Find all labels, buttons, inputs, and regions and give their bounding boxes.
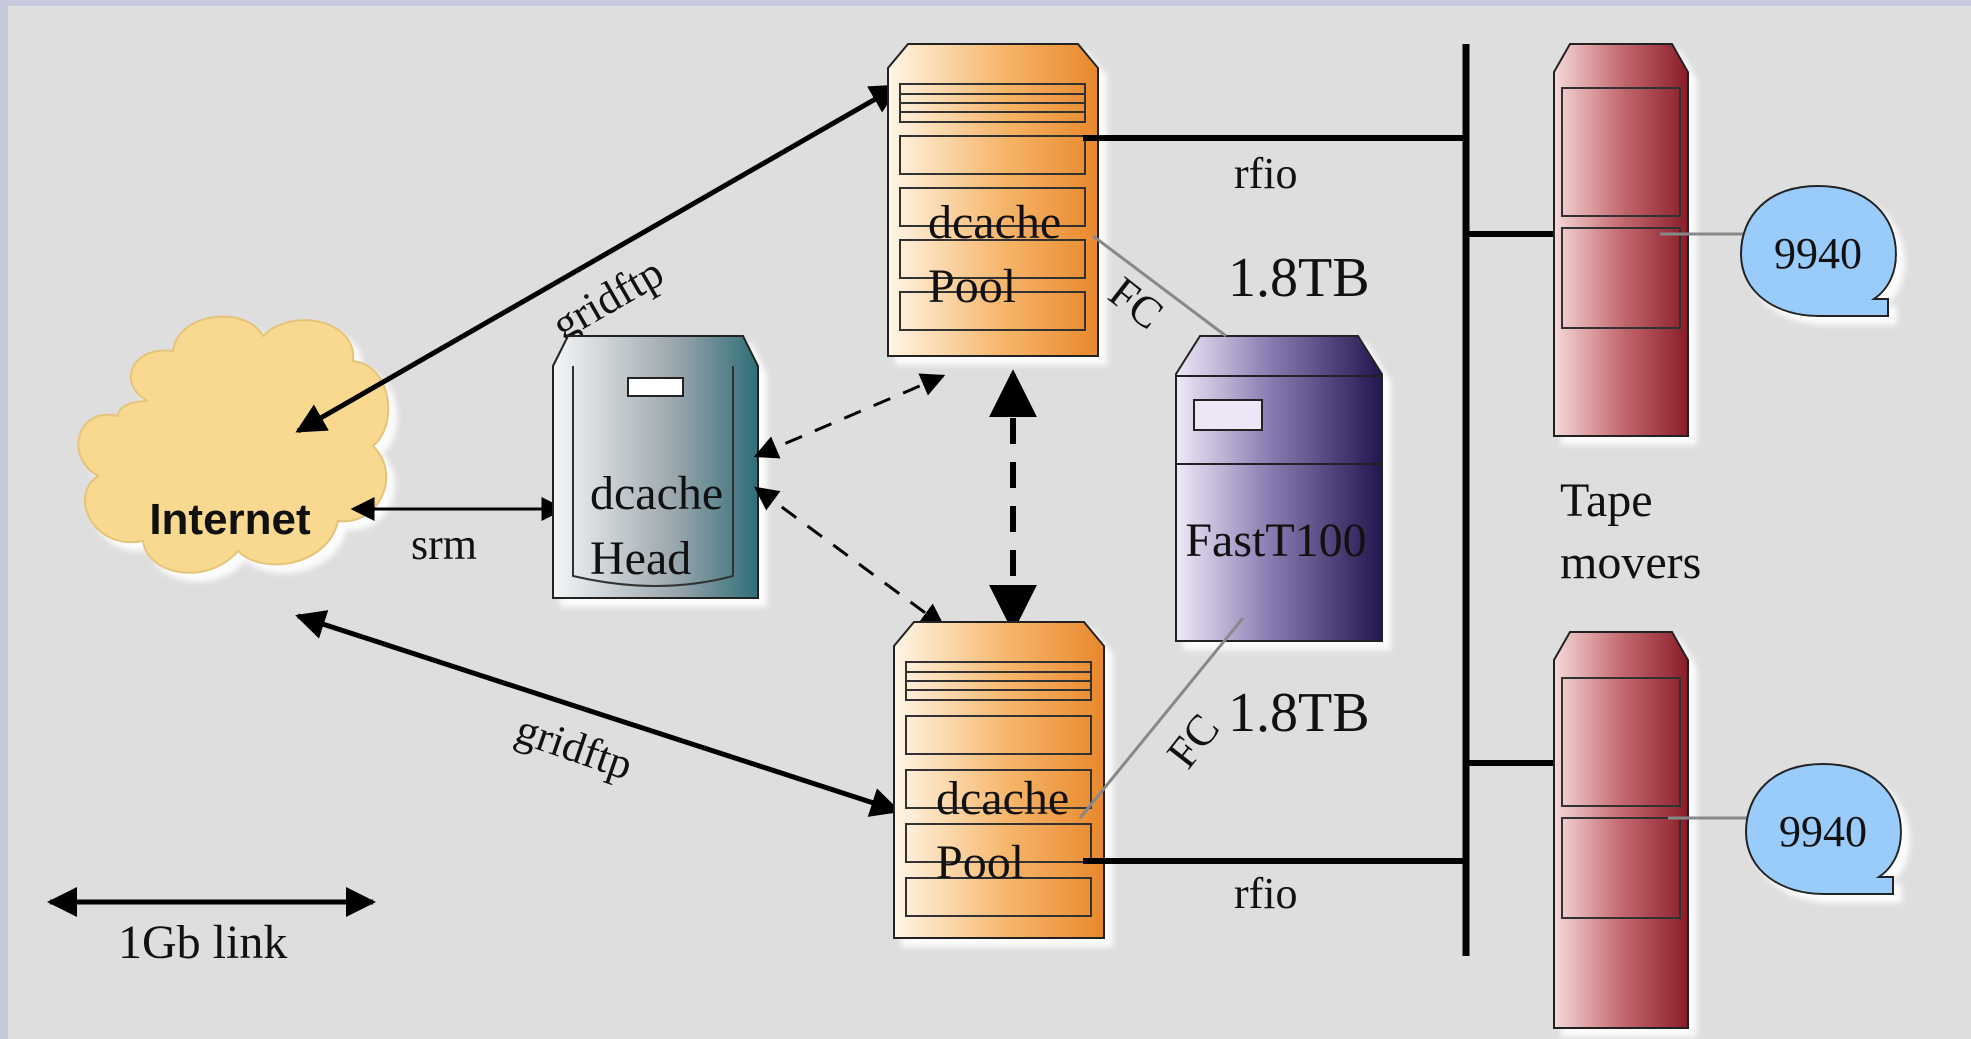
rfio-label-top: rfio	[1234, 149, 1298, 198]
head-label-line1: dcache	[590, 467, 723, 520]
tape-mover-bottom	[1553, 631, 1689, 1029]
control-link-top	[753, 373, 946, 459]
fc-label-top: FC	[1100, 267, 1173, 339]
diagram-canvas: Internet gridftp gridftp srm dcache Head…	[8, 6, 1971, 1039]
pool-bottom-label-line1: dcache	[936, 772, 1069, 825]
pool-bottom-label-line2: Pool	[936, 836, 1024, 889]
control-link-bottom	[754, 486, 945, 628]
tape-drive-9940-bottom	[1744, 762, 1903, 895]
fc-link-bottom	[1078, 617, 1245, 819]
fc-label-bottom: FC	[1157, 705, 1229, 778]
tape-drive-9940-top	[1739, 184, 1898, 317]
size-label-top: 1.8TB	[1228, 247, 1370, 309]
link-legend-label: 1Gb link	[118, 916, 287, 969]
gridftp-link-bottom	[295, 610, 901, 817]
gridftp-label-top: gridftp	[544, 247, 672, 349]
gridftp-label-bottom: gridftp	[510, 704, 639, 789]
pool-top-label-line1: dcache	[928, 196, 1061, 249]
tape-movers-label-line2: movers	[1560, 536, 1701, 589]
fc-link-top	[1092, 234, 1227, 338]
tape-drive-9940-bottom-label: 9940	[1779, 807, 1867, 856]
fastt100-storage	[1175, 335, 1383, 642]
dcache-pool-top	[887, 43, 1099, 357]
tape-movers-label-line1: Tape	[1560, 474, 1653, 527]
srm-label: srm	[411, 520, 477, 569]
rfio-label-bottom: rfio	[1234, 869, 1298, 918]
head-label-line2: Head	[590, 532, 691, 585]
tape-drive-9940-top-label: 9940	[1774, 229, 1862, 278]
dcache-pool-bottom	[893, 621, 1105, 939]
storage-label: FastT100	[1185, 514, 1366, 567]
tape-mover-top	[1553, 43, 1689, 437]
size-label-bottom: 1.8TB	[1228, 682, 1370, 744]
gridftp-link-top	[295, 83, 901, 434]
dcache-head-server	[552, 335, 759, 599]
internet-label: Internet	[149, 495, 311, 544]
pool-top-label-line2: Pool	[928, 260, 1016, 313]
